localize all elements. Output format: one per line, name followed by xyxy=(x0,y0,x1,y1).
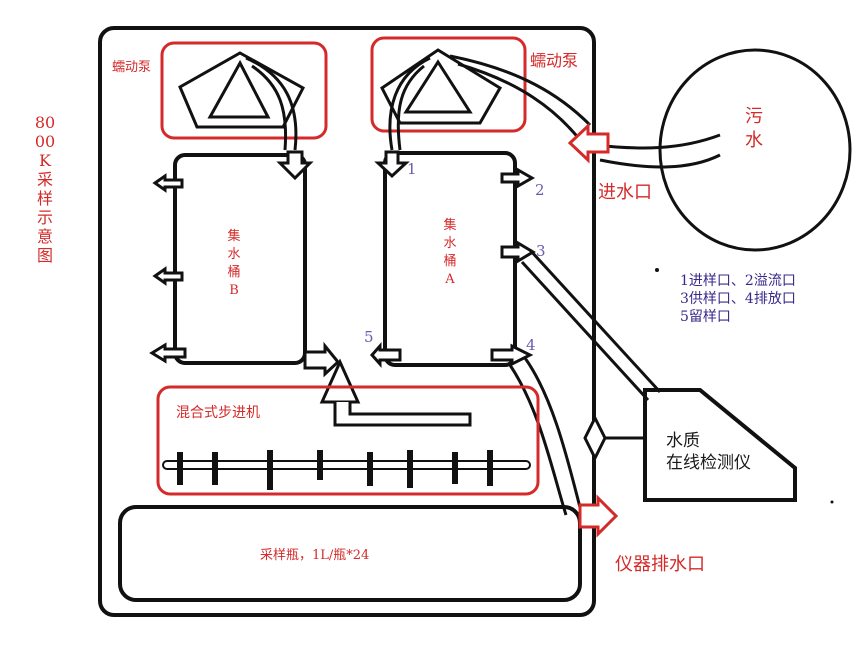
analyzer-label: 水质 在线检测仪 xyxy=(666,430,751,474)
pump-left-icon xyxy=(178,51,305,151)
bottle-label: 采样瓶，1L/瓶*24 xyxy=(260,548,370,563)
tank-a-char: 水 xyxy=(443,236,457,251)
port-number-5: 5 xyxy=(364,328,374,346)
supply-pipes xyxy=(508,248,662,516)
pump-down-arrows xyxy=(276,150,410,181)
tank-b-char: B xyxy=(229,283,239,298)
outlet-arrow xyxy=(578,494,619,538)
bottle-area xyxy=(118,505,582,602)
analyzer-label-line: 在线检测仪 xyxy=(666,453,751,473)
pump-right-box xyxy=(370,36,527,133)
tank-a xyxy=(383,151,517,367)
tank-a-ports xyxy=(369,167,536,368)
analyzer-label-line: 水质 xyxy=(666,431,700,451)
mixer-box xyxy=(156,385,540,496)
tank-a-char: 集 xyxy=(443,218,457,233)
tank-a-label: 集 水 桶 A xyxy=(438,217,462,289)
side-title-char: 意 xyxy=(36,227,53,246)
legend-line: 5留样口 xyxy=(680,309,731,325)
port-legend: 1进样口、2溢流口 3供样口、4排放口 5留样口 xyxy=(680,272,796,326)
stepper-shaft xyxy=(162,450,531,490)
tank-b-char: 集 xyxy=(227,229,241,244)
pump-left-label: 蠕动泵 xyxy=(112,60,152,75)
tank-b xyxy=(173,153,307,365)
legend-line: 3供样口、4排放口 xyxy=(680,291,796,307)
tank-b-ports xyxy=(149,173,187,364)
analyzer-box xyxy=(643,388,797,502)
pump-left-box xyxy=(160,41,328,140)
sewage-source xyxy=(658,48,852,252)
mixer-label: 混合式步进机 xyxy=(176,405,260,421)
tank-a-char: A xyxy=(445,272,455,287)
port-number-1: 1 xyxy=(407,160,417,178)
side-title: 80 00 K 采 样 示 意 图 xyxy=(33,113,57,265)
sewage-char: 水 xyxy=(745,130,763,151)
sewage-label: 污 水 xyxy=(742,105,766,153)
side-title-char: 00 xyxy=(34,132,56,151)
side-title-char: 样 xyxy=(36,189,53,208)
side-title-char: 图 xyxy=(36,246,53,265)
outlet-label: 仪器排水口 xyxy=(615,554,705,575)
analyzer-connector xyxy=(583,414,607,462)
tank-a-char: 桶 xyxy=(443,254,457,269)
pump-right-label: 蠕动泵 xyxy=(530,51,579,70)
port-number-2: 2 xyxy=(535,181,545,199)
side-title-char: K xyxy=(39,151,51,170)
port-number-3: 3 xyxy=(536,242,546,260)
side-title-char: 采 xyxy=(36,170,53,189)
mixer-feed xyxy=(303,341,472,427)
tank-b-label: 集 水 桶 B xyxy=(222,228,246,300)
pump-right-icon xyxy=(380,48,592,151)
inlet-arrow xyxy=(567,122,610,164)
tank-b-char: 桶 xyxy=(227,265,241,280)
port-number-4: 4 xyxy=(526,336,536,354)
side-title-char: 80 xyxy=(34,113,56,132)
side-title-char: 示 xyxy=(36,208,53,227)
sewage-char: 污 xyxy=(745,106,763,127)
tank-b-char: 水 xyxy=(227,247,241,262)
inlet-label: 进水口 xyxy=(598,182,652,203)
legend-line: 1进样口、2溢流口 xyxy=(680,273,796,289)
